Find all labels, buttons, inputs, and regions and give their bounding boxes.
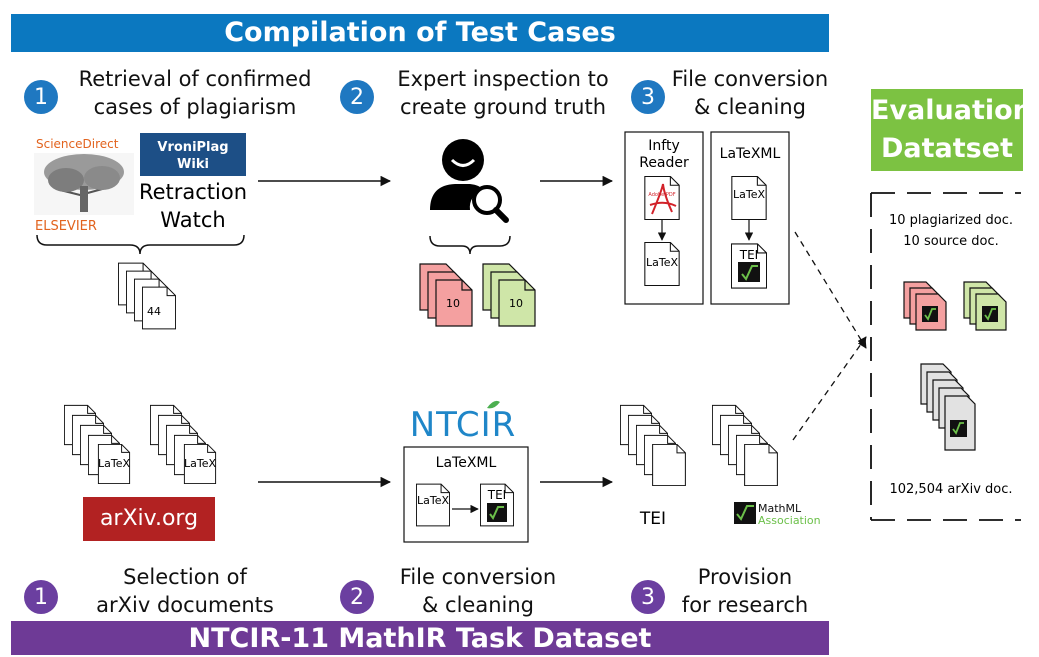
top-step-1-line1: Retrieval of confirmed [78, 67, 312, 91]
ntcir-latexml-box [403, 446, 529, 543]
infty-latex-label: LaTeX [646, 256, 678, 269]
vroniplag-line1: VroniPlag [157, 140, 228, 155]
source-documents-stack [482, 263, 536, 327]
sources-brace [36, 234, 245, 255]
case-documents-stack [118, 262, 176, 330]
latexml-box-top [710, 131, 790, 305]
evaluation-title-box: Evaluation Datatset [871, 89, 1032, 171]
expert-inspector-icon [430, 139, 509, 223]
ntcir-leaf-icon [487, 400, 500, 409]
provision-tei-stack [620, 404, 686, 486]
bottom-step-3-line1: Provision [697, 565, 793, 589]
bottom-step-1-line2: arXiv documents [96, 593, 274, 617]
arxiv-latex-label-left: LaTeX [98, 457, 130, 470]
mathml-association-line1: MathML [758, 502, 802, 515]
top-step-1-caption: Retrieval of confirmed cases of plagiari… [60, 65, 330, 121]
dashed-arrow-bottom-to-evaluation [792, 336, 867, 441]
latexml-top-tei-label: TEI [739, 248, 758, 262]
bottom-step-1-number: 1 [24, 580, 58, 614]
evaluation-source-stack [963, 281, 1007, 331]
vroniplag-line2: Wiki [177, 157, 209, 172]
bottom-step-2-line1: File conversion [399, 565, 557, 589]
top-step-2-line2: create ground truth [399, 95, 607, 119]
bottom-step-3-number: 3 [631, 580, 665, 614]
top-step-2-caption: Expert inspection to create ground truth [378, 65, 628, 121]
top-step-2-number: 2 [340, 80, 374, 114]
plagiarized-documents-stack [419, 263, 473, 327]
arxiv-latex-label-right: LaTeX [184, 457, 216, 470]
retraction-watch-line2: Watch [160, 208, 225, 232]
mathml-icon [738, 262, 760, 282]
ntcir-tei-label: TEI [487, 488, 506, 502]
top-step-2-line1: Expert inspection to [397, 67, 609, 91]
evaluation-arxiv-stack [920, 363, 976, 451]
bottom-step-1-line1: Selection of [123, 565, 247, 589]
bottom-step-1-caption: Selection of arXiv documents [60, 563, 310, 619]
infty-reader-box [624, 131, 704, 305]
bottom-step-3-line2: for research [681, 593, 809, 617]
top-step-3-line1: File conversion [671, 67, 829, 91]
evaluation-arxiv-docs: 102,504 arXiv doc. [889, 482, 1012, 497]
bottom-step-3-caption: Provision for research [670, 563, 820, 619]
provision-mathml-stack [712, 404, 778, 486]
top-step-3-number: 3 [631, 80, 665, 114]
evaluation-plagiarized-stack [903, 281, 947, 331]
arxiv-latex-stack-left [64, 404, 131, 484]
evaluation-title-line2: Datatset [881, 133, 1013, 164]
bottom-banner: NTCIR-11 MathIR Task Dataset [11, 621, 829, 655]
arxiv-label: arXiv.org [99, 506, 199, 531]
mathml-association-logo [734, 502, 756, 524]
dashed-arrow-top-to-evaluation [794, 231, 867, 349]
sciencedirect-logo: ScienceDirect [36, 137, 119, 151]
mathml-association-line2: Association [758, 514, 821, 527]
source-count: 10 [509, 297, 523, 310]
ntcir-latexml-label: LaTeXML [436, 455, 497, 471]
bottom-banner-title: NTCIR-11 MathIR Task Dataset [188, 623, 652, 654]
vroniplag-logo [140, 133, 246, 176]
evaluation-dataset-box [870, 192, 1021, 521]
case-count: 44 [147, 305, 161, 318]
infty-reader-line2: Reader [639, 155, 689, 171]
pdf-icon [649, 183, 677, 215]
top-banner: Compilation of Test Cases [11, 14, 829, 52]
evaluation-source-docs: 10 source doc. [903, 234, 998, 249]
arxiv-latex-stack-right [150, 404, 217, 484]
bottom-step-2-line2: & cleaning [421, 593, 534, 617]
top-step-3-caption: File conversion & cleaning [670, 65, 830, 121]
arxiv-logo: arXiv.org [83, 497, 215, 541]
top-step-1-line2: cases of plagiarism [93, 95, 297, 119]
bottom-step-2-caption: File conversion & cleaning [378, 563, 578, 619]
bottom-step-2-number: 2 [340, 580, 374, 614]
ntcir-latex-label: LaTeX [417, 494, 449, 507]
evaluation-title-line1: Evaluation [871, 95, 1032, 126]
retraction-watch-line1: Retraction [139, 180, 247, 204]
top-step-3-line2: & cleaning [693, 95, 806, 119]
top-banner-title: Compilation of Test Cases [224, 17, 616, 48]
top-step-1-number: 1 [24, 80, 58, 114]
pdf-label: Adobe PDF [648, 192, 675, 198]
plagiarized-count: 10 [446, 297, 460, 310]
elsevier-tree-icon [34, 153, 134, 215]
ground-truth-brace [429, 235, 511, 255]
provision-tei-label: TEI [639, 509, 666, 529]
elsevier-logo: ELSEVIER [35, 219, 97, 234]
ntcir-mathml-icon [487, 503, 507, 522]
ntcir-logo: NTCIR [410, 405, 517, 445]
infty-reader-line1: Infty [648, 138, 679, 154]
latexml-top-label: LaTeXML [720, 146, 781, 162]
evaluation-plag-docs: 10 plagiarized doc. [889, 213, 1013, 228]
latexml-top-latex-label: LaTeX [733, 188, 765, 201]
